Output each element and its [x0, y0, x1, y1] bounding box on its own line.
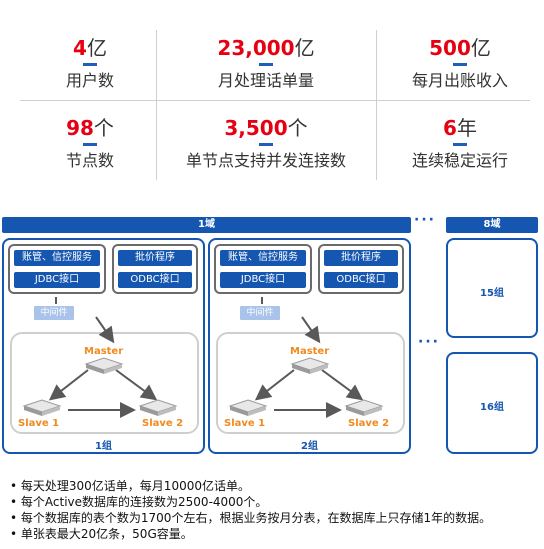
stat-underline [453, 143, 467, 146]
stats-divider-vertical-2 [376, 30, 377, 180]
group-label: 1组 [95, 441, 112, 452]
slave1-server-icon [228, 399, 268, 416]
batch-pricing-box: 批价程序 ODBC接口 [318, 244, 404, 294]
bullet-text: 每天处理300亿话单，每月10000亿话单。 [20, 479, 250, 493]
arrow-master-to-slave1 [254, 369, 295, 401]
domain-8-bar: 8域 [446, 217, 538, 233]
bullet-item: • 每个数据库的表个数为1700个左右，根据业务按月分表，在数据库上只存储1年的… [10, 511, 492, 525]
bullet-item: • 每天处理300亿话单，每月10000亿话单。 [10, 479, 250, 493]
bullet-list: • 每天处理300亿话单，每月10000亿话单。 • 每个Active数据库的连… [10, 478, 491, 542]
middleware-label: 中间件 [240, 306, 280, 320]
stat-unit: 亿 [294, 36, 315, 60]
stat-unit: 个 [93, 116, 114, 140]
stat-value: 23,000 [217, 36, 295, 60]
arrow-odbc-to-master [301, 316, 321, 344]
stat-label: 单节点支持并发连接数 [185, 151, 346, 170]
slave1-server-icon [22, 399, 62, 416]
odbc-interface-label: ODBC接口 [118, 272, 192, 288]
master-label: Master [84, 346, 124, 357]
stat-users: 4亿 用户数 [0, 36, 180, 92]
stat-label: 连续稳定运行 [411, 151, 508, 170]
jdbc-interface-label: JDBC接口 [220, 272, 306, 288]
arrow-odbc-to-master [95, 316, 115, 344]
stat-unit: 亿 [86, 36, 107, 60]
stat-unit: 个 [287, 116, 308, 140]
stat-value: 500 [429, 36, 471, 60]
billing-service-box: 账管、信控服务 JDBC接口 [214, 244, 312, 294]
stat-monthly-revenue: 500亿 每月出账收入 [370, 36, 544, 92]
billing-service-label: 账管、信控服务 [220, 250, 306, 266]
slave1-label: Slave 1 [224, 418, 266, 429]
stat-unit: 年 [456, 116, 477, 140]
arrow-master-to-slave1 [48, 369, 89, 401]
bullet-text: 单张表最大20亿条，50G容量。 [20, 527, 193, 541]
middleware-label: 中间件 [34, 306, 74, 320]
group-diagram-svg [228, 297, 384, 418]
jdbc-interface-label: JDBC接口 [14, 272, 100, 288]
stat-connections: 3,500个 单节点支持并发连接数 [176, 116, 356, 172]
arrow-master-to-slave2 [115, 369, 158, 401]
odbc-interface-label: ODBC接口 [324, 272, 398, 288]
batch-pricing-label: 批价程序 [324, 250, 398, 266]
master-server-icon [290, 357, 330, 374]
group-label: 15组 [480, 288, 504, 299]
slave2-server-icon [344, 399, 384, 416]
group-2: 账管、信控服务 JDBC接口 批价程序 ODBC接口 中间件 [208, 238, 411, 454]
stat-underline [83, 63, 97, 66]
master-server-icon [84, 357, 124, 374]
stat-nodes: 98个 节点数 [0, 116, 180, 172]
slave1-label: Slave 1 [18, 418, 60, 429]
stat-underline [453, 63, 467, 66]
group-15: 15组 [446, 238, 538, 338]
stat-label: 每月出账收入 [411, 71, 508, 90]
stat-underline [83, 143, 97, 146]
stats-divider-horizontal [20, 100, 530, 101]
slave2-label: Slave 2 [142, 418, 184, 429]
stat-value: 4 [73, 36, 87, 60]
group-label: 2组 [301, 441, 318, 452]
stat-value: 98 [66, 116, 94, 140]
stats-divider-vertical-1 [156, 30, 157, 180]
billing-service-label: 账管、信控服务 [14, 250, 100, 266]
master-label: Master [290, 346, 330, 357]
stat-uptime: 6年 连续稳定运行 [370, 116, 544, 172]
stat-monthly-cdr: 23,000亿 月处理话单量 [176, 36, 356, 92]
slave2-label: Slave 2 [348, 418, 390, 429]
stat-label: 月处理话单量 [217, 71, 314, 90]
domain-ellipsis-top: ··· [414, 212, 436, 228]
batch-pricing-box: 批价程序 ODBC接口 [112, 244, 198, 294]
group-1: 账管、信控服务 JDBC接口 批价程序 ODBC接口 中间件 [2, 238, 205, 454]
stat-value: 6 [443, 116, 457, 140]
domain-ellipsis-mid: ··· [418, 334, 440, 350]
stat-label: 用户数 [65, 71, 114, 90]
stat-unit: 亿 [470, 36, 491, 60]
slave2-server-icon [138, 399, 178, 416]
billing-service-box: 账管、信控服务 JDBC接口 [8, 244, 106, 294]
bullet-item: • 单张表最大20亿条，50G容量。 [10, 527, 193, 541]
stat-underline [259, 63, 273, 66]
stat-underline [259, 143, 273, 146]
arrow-master-to-slave2 [321, 369, 364, 401]
group-label: 16组 [480, 402, 504, 413]
stat-label: 节点数 [65, 151, 114, 170]
domain-1-bar: 1域 [2, 217, 411, 233]
group-diagram-svg [22, 297, 178, 418]
bullet-text: 每个Active数据库的连接数为2500-4000个。 [20, 495, 268, 509]
group-16: 16组 [446, 352, 538, 454]
bullet-text: 每个数据库的表个数为1700个左右，根据业务按月分表，在数据库上只存储1年的数据… [20, 511, 492, 525]
batch-pricing-label: 批价程序 [118, 250, 192, 266]
stat-value: 3,500 [224, 116, 288, 140]
bullet-item: • 每个Active数据库的连接数为2500-4000个。 [10, 495, 268, 509]
